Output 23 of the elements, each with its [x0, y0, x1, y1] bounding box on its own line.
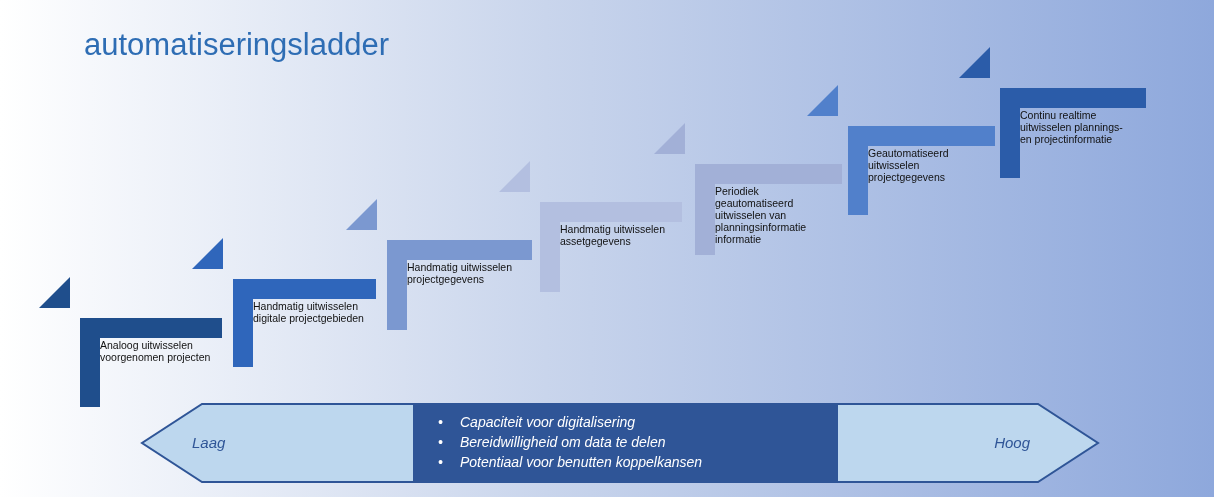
bullet: •: [438, 433, 443, 452]
ladder-step: [387, 240, 532, 330]
step-label: Handmatig uitwisselen digitale projectgebieden: [253, 300, 365, 324]
title: automatiseringsladder: [84, 26, 389, 64]
ladder-step: [80, 318, 222, 407]
ladder-step: [233, 279, 376, 367]
ladder-step: [1000, 88, 1146, 178]
step-label: Handmatig uitwisselen assetgegevens: [560, 223, 667, 247]
step-label: Periodiek geautomatiseerd uitwisselen van planningsinformatie informatie: [715, 185, 808, 245]
bullet-item: Potentiaal voor benutten koppelkansen: [460, 454, 703, 470]
bullet-item: Capaciteit voor digitalisering: [460, 414, 636, 430]
bullet: •: [438, 453, 443, 472]
scale-label: Hoog: [994, 434, 1030, 451]
double-arrow-band: [140, 403, 1100, 483]
step-label: Analoog uitwisselen voorgenomen projecten: [100, 339, 212, 363]
step-label: Handmatig uitwisselen projectgegevens: [407, 261, 514, 285]
bullet: •: [438, 413, 443, 432]
ladder-step: [695, 164, 842, 255]
bullet-item: Bereidwilligheid om data te delen: [460, 434, 666, 450]
step-label: Continu realtime uitwisselen plannings- en projectinformatie: [1020, 109, 1124, 145]
scale-label: Laag: [192, 434, 226, 451]
step-label: Geautomatiseerd uitwisselen projectgegevens: [868, 147, 950, 183]
ladder-step: [848, 126, 995, 215]
